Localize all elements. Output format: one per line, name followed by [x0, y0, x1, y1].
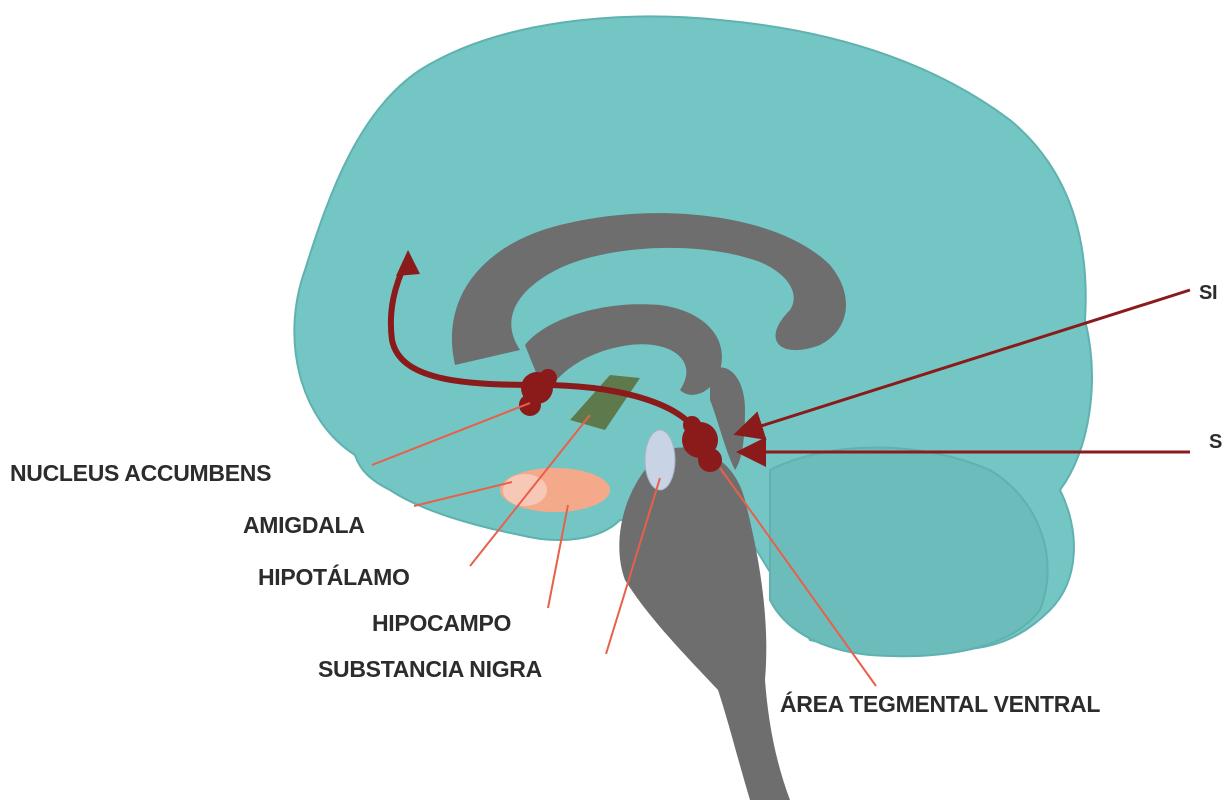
label-substancia-nigra: SUBSTANCIA NIGRA — [318, 658, 542, 681]
label-right-bottom-partial: S — [1209, 432, 1222, 452]
label-amigdala: AMIGDALA — [243, 514, 365, 537]
label-hipotalamo: HIPOTÁLAMO — [258, 566, 410, 589]
label-right-top-partial: SI — [1199, 283, 1217, 303]
label-area-tegmental-ventral: ÁREA TEGMENTAL VENTRAL — [780, 693, 1100, 716]
label-nucleus-accumbens: NUCLEUS ACCUMBENS — [10, 462, 271, 485]
label-hipocampo: HIPOCAMPO — [372, 612, 511, 635]
